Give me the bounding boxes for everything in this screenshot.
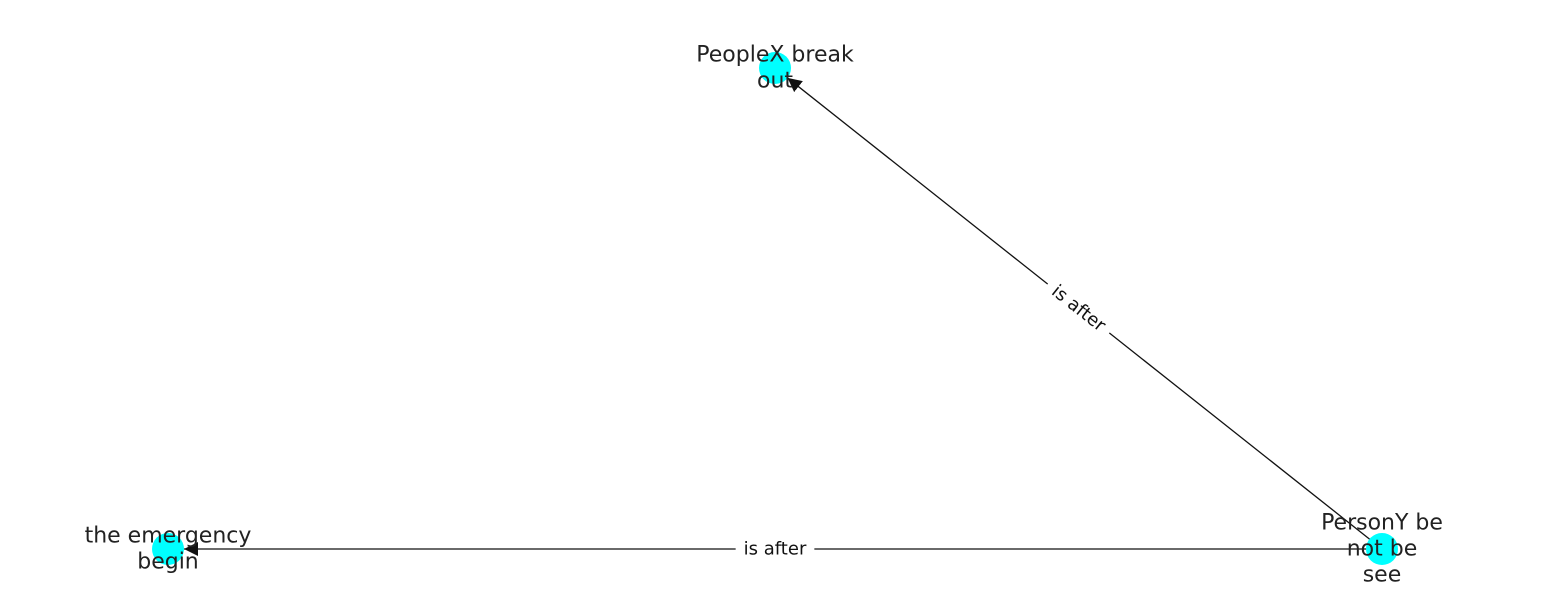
nodes-layer	[152, 52, 1398, 565]
edges-layer	[184, 77, 1383, 556]
edge-label: is after	[1047, 281, 1110, 337]
node-n2	[152, 533, 184, 565]
node-label-line: PersonY be	[1321, 511, 1443, 536]
node-label-line: see	[1363, 563, 1402, 588]
node-label-line: not be	[1347, 537, 1418, 562]
node-label-line: the emergency	[85, 524, 252, 549]
node-n3	[1366, 533, 1398, 565]
edge-labels-layer: is after is after	[735, 274, 1117, 561]
node-label-line: out	[757, 69, 793, 94]
edge-label-background	[1040, 274, 1117, 343]
edge-label-group: is after	[1040, 274, 1117, 343]
node-n1	[759, 52, 791, 84]
node-label-line: PeopleX break	[696, 43, 854, 68]
edge-label: is after	[744, 539, 807, 560]
edge-label-background	[735, 537, 815, 561]
node-label-line: begin	[137, 550, 199, 575]
edge-label-group: is after	[735, 537, 815, 561]
